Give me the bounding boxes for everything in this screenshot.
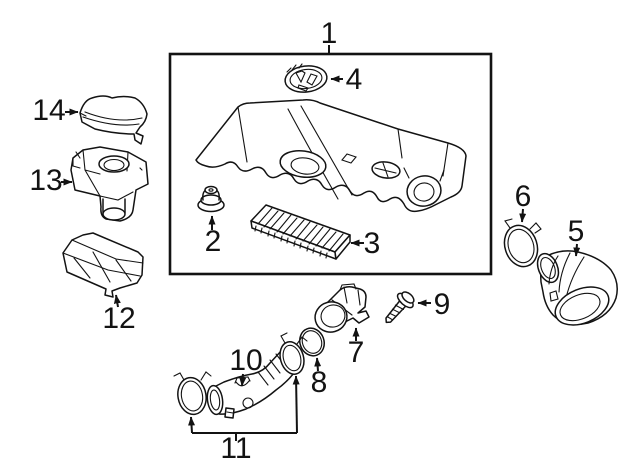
callout-12[interactable]: 12 [102, 294, 136, 335]
callout-14[interactable]: 14 [32, 94, 79, 127]
o-ring-part [298, 327, 326, 357]
screw-part [385, 291, 415, 324]
air-guide-part [62, 232, 144, 298]
callout-11-leader-left [188, 416, 196, 434]
callout-2[interactable]: 2 [205, 215, 222, 258]
callout-1[interactable]: 1 [321, 17, 338, 53]
callout-6[interactable]: 6 [515, 180, 532, 223]
callout-12-label[interactable]: 12 [102, 302, 135, 335]
callout-5-leader [573, 243, 581, 257]
callout-7[interactable]: 7 [348, 327, 365, 369]
callout-3-label[interactable]: 3 [364, 227, 381, 260]
callout-11-leader-right [292, 375, 300, 434]
callout-10-leader [239, 373, 247, 387]
callout-13[interactable]: 13 [29, 164, 73, 197]
callout-11[interactable]: 11 [188, 375, 300, 465]
intake-housing-part [70, 146, 149, 222]
air-filter-part [250, 204, 351, 260]
callout-10[interactable]: 10 [229, 344, 263, 387]
callout-4[interactable]: 4 [330, 63, 363, 96]
callout-13-label[interactable]: 13 [29, 164, 62, 197]
callout-9[interactable]: 9 [417, 288, 451, 321]
duct-cover-part [79, 95, 148, 145]
callout-2-label[interactable]: 2 [205, 225, 222, 258]
assembly-box [168, 52, 493, 276]
engine-cover-part [195, 99, 467, 213]
callout-6-leader [519, 208, 527, 223]
hose-clamp-left-part [173, 371, 212, 416]
sensor-tube-part [314, 283, 370, 333]
callout-6-label[interactable]: 6 [515, 180, 532, 213]
callout-8-label[interactable]: 8 [311, 366, 328, 399]
callout-12-leader [113, 294, 121, 308]
callout-8[interactable]: 8 [311, 357, 328, 399]
callout-7-label[interactable]: 7 [348, 336, 365, 369]
callout-8-leader [314, 357, 322, 372]
callout-10-label[interactable]: 10 [229, 344, 262, 377]
callout-9-label[interactable]: 9 [434, 288, 451, 321]
hose-clamp-right-part [279, 332, 308, 375]
callout-1-label[interactable]: 1 [321, 17, 338, 50]
air-hose-part [206, 349, 300, 419]
callout-4-label[interactable]: 4 [346, 63, 363, 96]
emblem-part [284, 63, 328, 93]
callout-5-label[interactable]: 5 [568, 215, 585, 248]
clamp-6-part [503, 218, 542, 268]
callout-14-label[interactable]: 14 [32, 94, 65, 127]
intake-duct-part [536, 250, 618, 326]
callout-5[interactable]: 5 [568, 215, 585, 257]
callout-11-bracket [192, 432, 297, 441]
grommet-part [197, 185, 225, 213]
callout-3[interactable]: 3 [350, 227, 381, 260]
